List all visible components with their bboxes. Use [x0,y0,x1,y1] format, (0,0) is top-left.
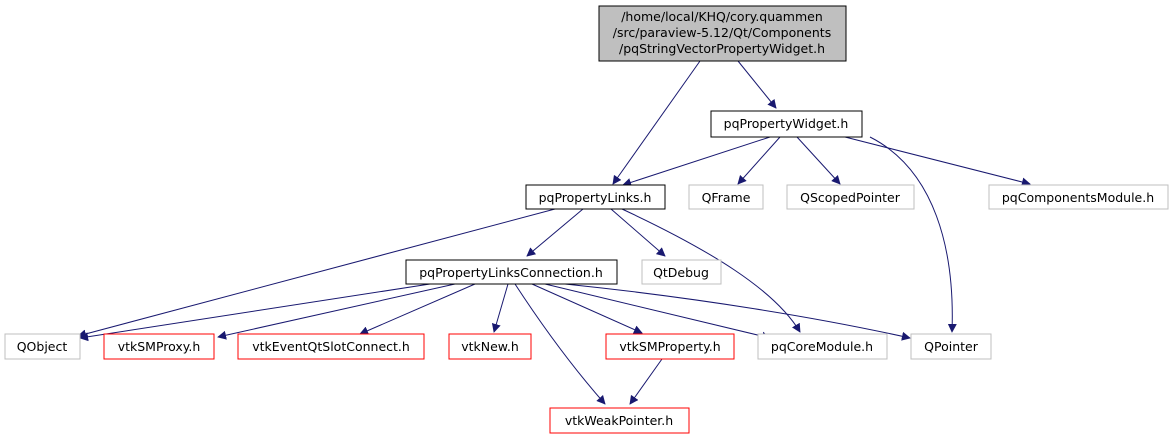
node-QObject[interactable]: QObject [4,333,81,360]
node-label: vtkSMProperty.h [619,339,720,354]
edge-pqPropertyLinksConnection-to-vtkNew [491,283,509,333]
edge-pqPropertyWidget-to-QScopedPointer [796,136,841,185]
node-label: pqPropertyLinksConnection.h [419,265,603,280]
node-vtkWeakPointer[interactable]: vtkWeakPointer.h [549,407,690,434]
root-label-line-3: /pqStringVectorPropertyWidget.h [619,41,825,56]
node-label: pqComponentsModule.h [1002,190,1154,205]
edges [77,60,1031,405]
node-label: pqPropertyLinks.h [539,190,652,205]
node-pqPropertyLinks[interactable]: pqPropertyLinks.h [525,184,666,210]
edge-pqPropertyLinksConnection-to-vtkWeakPointer [514,283,606,405]
node-pqPropertyWidget[interactable]: pqPropertyWidget.h [710,110,863,138]
node-label: QtDebug [653,265,709,280]
node-pqComponentsModule[interactable]: pqComponentsModule.h [988,184,1169,210]
edge-vtkSMProperty-to-vtkWeakPointer [629,358,663,405]
edge-pqPropertyLinks-to-QObject [77,208,556,339]
node-label: pqPropertyWidget.h [724,116,849,131]
node-label: pqCoreModule.h [771,339,873,354]
edge-pqPropertyLinksConnection-to-vtkSMProxy [217,283,456,340]
edge-root-to-pqPropertyWidget [737,60,777,109]
edge-pqPropertyLinks-to-QtDebug [610,208,666,257]
node-vtkSMProxy[interactable]: vtkSMProxy.h [103,333,215,360]
node-label: QScopedPointer [800,190,901,205]
edge-pqPropertyLinksConnection-to-QPointer [564,283,911,341]
root-label-line-2: /src/paraview-5.12/Qt/Components [613,25,831,40]
edge-pqPropertyLinksConnection-to-vtkEventQtSlotConnect [359,283,476,335]
node-label: vtkEventQtSlotConnect.h [252,339,410,354]
node-pqPropertyLinksConnection[interactable]: pqPropertyLinksConnection.h [405,259,618,285]
node-label: vtkWeakPointer.h [565,413,673,428]
node-QFrame[interactable]: QFrame [688,184,764,210]
edge-pqPropertyLinksConnection-to-pqCoreModule [544,283,771,341]
node-root[interactable]: /home/local/KHQ/cory.quammen /src/paravi… [598,5,847,62]
node-label: QPointer [924,339,979,354]
node-label: QFrame [702,190,751,205]
edge-pqPropertyLinks-to-pqPropertyLinksConnection [526,208,584,257]
node-QPointer[interactable]: QPointer [910,333,992,360]
node-vtkEventQtSlotConnect[interactable]: vtkEventQtSlotConnect.h [237,333,425,360]
node-vtkNew[interactable]: vtkNew.h [448,333,532,360]
edge-pqPropertyLinksConnection-to-vtkSMProperty [531,283,643,334]
edge-pqPropertyWidget-to-pqComponentsModule [844,136,1031,187]
node-QtDebug[interactable]: QtDebug [641,259,722,285]
edge-pqPropertyLinks-to-pqCoreModule [621,208,801,333]
root-label-line-1: /home/local/KHQ/cory.quammen [621,9,823,24]
edge-pqPropertyWidget-to-QPointer [869,136,957,333]
node-label: QObject [17,339,68,354]
node-label: vtkNew.h [461,339,519,354]
edge-root-to-pqPropertyLinks [612,60,701,185]
edge-pqPropertyLinksConnection-to-QObject [79,283,431,342]
node-QScopedPointer[interactable]: QScopedPointer [786,184,915,210]
edge-pqPropertyWidget-to-pqPropertyLinks [622,136,771,187]
node-label: vtkSMProxy.h [118,339,201,354]
node-vtkSMProperty[interactable]: vtkSMProperty.h [605,333,735,360]
node-pqCoreModule[interactable]: pqCoreModule.h [757,333,888,360]
edge-pqPropertyWidget-to-QFrame [737,136,781,185]
